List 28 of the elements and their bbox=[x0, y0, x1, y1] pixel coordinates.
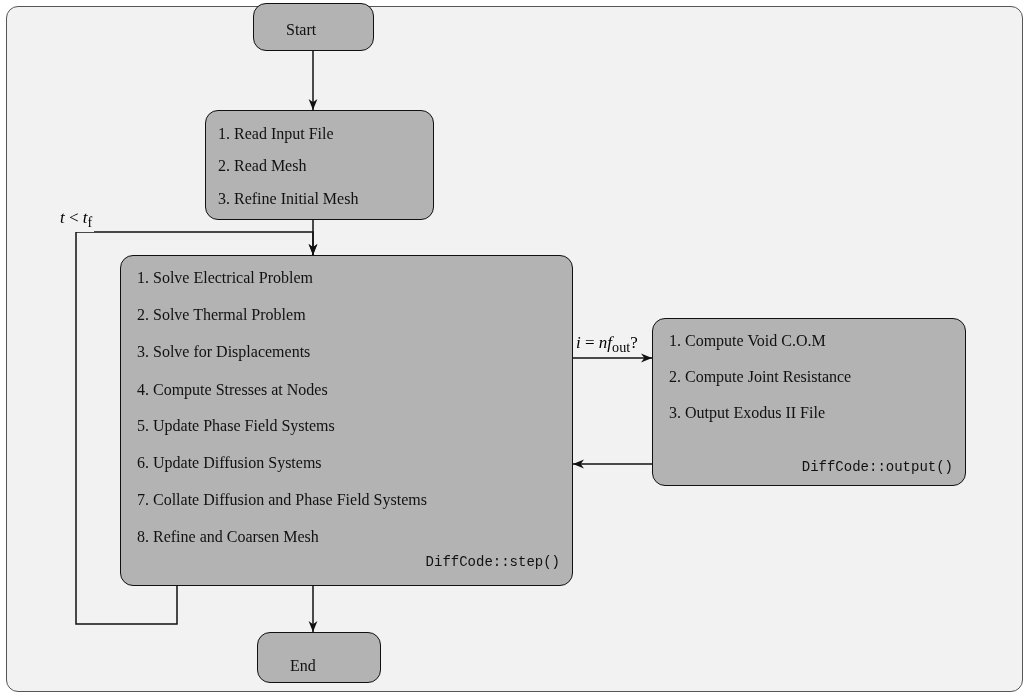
arrow bbox=[572, 459, 653, 469]
process-box bbox=[652, 318, 966, 486]
arrow bbox=[308, 585, 318, 633]
terminal-box bbox=[257, 632, 381, 683]
step-text: 8. Refine and Coarsen Mesh bbox=[137, 527, 319, 547]
step-text: 7. Collate Diffusion and Phase Field Systems bbox=[137, 490, 427, 510]
terminal-box bbox=[253, 3, 374, 51]
step-text: 1. Solve Electrical Problem bbox=[137, 268, 313, 288]
step-text: 2. Solve Thermal Problem bbox=[137, 305, 306, 325]
step-text: 5. Update Phase Field Systems bbox=[137, 416, 335, 436]
step-text: 1. Compute Void C.O.M bbox=[669, 331, 826, 351]
step-text: 4. Compute Stresses at Nodes bbox=[137, 380, 328, 400]
step-text: 2. Read Mesh bbox=[218, 156, 307, 176]
process-box bbox=[120, 255, 573, 586]
process-box bbox=[205, 110, 434, 220]
arrow bbox=[308, 50, 318, 111]
arrow bbox=[572, 353, 653, 363]
function-name: DiffCode::output() bbox=[801, 458, 953, 477]
step-text: 3. Refine Initial Mesh bbox=[218, 189, 359, 209]
step-text: 6. Update Diffusion Systems bbox=[137, 453, 322, 473]
terminal-label: End bbox=[290, 656, 316, 676]
step-text: 3. Output Exodus II File bbox=[669, 403, 825, 423]
step-text: 1. Read Input File bbox=[218, 124, 334, 144]
terminal-label: Start bbox=[286, 20, 317, 40]
step-text: 2. Compute Joint Resistance bbox=[669, 367, 852, 387]
function-name: DiffCode::step() bbox=[425, 553, 560, 572]
step-text: 3. Solve for Displacements bbox=[137, 342, 311, 362]
arrow bbox=[75, 231, 318, 625]
